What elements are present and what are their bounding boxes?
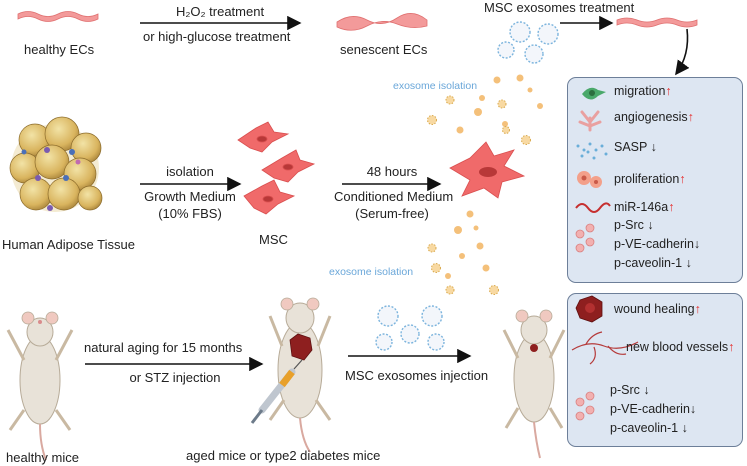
cell-item-p-src: p-Src ↓ [614,218,654,232]
label-aging-line1: natural aging for 15 months [84,340,243,355]
label-human-adipose-tissue: Human Adipose Tissue [2,237,135,252]
cell-item-angiogenesis: angiogenesis↑ [614,110,694,124]
aged-mouse-icon [268,297,332,453]
mice-item-label: wound healing [614,302,695,316]
cell-outcomes-box: migration↑ angiogenesis↑ SASP ↓ prolifer… [567,77,743,283]
label-msc: MSC [259,232,288,247]
senescent-ec-strip [336,13,428,31]
mirna-icon [575,202,611,213]
cell-item-label: migration [614,84,666,98]
wound-icon [575,295,603,323]
migration-icon [582,87,606,100]
mice-item-label: p-caveolin-1 [610,421,679,435]
label-exosome-isolation-bottom: exosome isolation [329,266,414,278]
mice-item-label: p-Src [610,383,640,397]
cell-item-label: angiogenesis [614,110,688,124]
down-arrow-icon: ↓ [643,383,650,397]
cell-item-label: SASP [614,140,648,154]
cell-item-label: proliferation [614,172,680,186]
mice-item-p-caveolin-1: p-caveolin-1 ↓ [610,421,688,435]
cell-outcome-icons [575,87,611,253]
mice-item-p-ve-cadherin: p-VE-cadherin↓ [610,402,696,416]
phospho-protein-icon [575,223,595,253]
phospho-protein-icon [575,391,595,421]
up-arrow-icon: ↑ [694,302,701,316]
label-msc-exo-treatment: MSC exosomes treatment [484,0,635,15]
label-aged-mice: aged mice or type2 diabetes mice [186,448,381,463]
blood-vessel-icon [571,331,639,365]
down-arrow-icon: ↓ [685,256,692,270]
mice-item-label: p-VE-cadherin [610,402,690,416]
mice-outcome-icons [571,295,639,421]
cell-item-label: p-VE-cadherin [614,237,694,251]
cell-item-label: miR-146a [614,200,669,214]
exosome-cluster-top [497,21,559,64]
label-healthy-mice: healthy mice [6,450,79,465]
up-arrow-icon: ↑ [668,200,675,214]
label-healthy-ecs: healthy ECs [24,42,95,57]
down-arrow-icon: ↓ [689,402,697,416]
mice-outcomes-box: wound healing↑ new blood vessels↑ p-Src … [567,293,743,447]
msc-cells-icon [237,121,316,215]
angiogenesis-icon [578,110,602,132]
sasp-icon [576,142,608,160]
syringe-icon [250,359,303,424]
down-arrow-icon: ↓ [650,140,657,154]
treated-mouse-icon [502,309,566,459]
cell-item-p-ve-cadherin: p-VE-cadherin↓ [614,237,700,251]
cell-item-sasp: SASP ↓ [614,140,657,154]
cell-item-migration: migration↑ [614,84,672,98]
mice-item-label: new blood vessels [626,340,729,354]
label-serum-free: (Serum-free) [355,206,429,221]
cell-item-label: p-Src [614,218,644,232]
up-arrow-icon: ↑ [687,110,694,124]
down-arrow-icon: ↓ [681,421,688,435]
mice-item-wound-healing: wound healing↑ [614,302,701,316]
label-fbs: (10% FBS) [158,206,222,221]
label-isolation: isolation [166,164,214,179]
healthy-ec-strip [17,11,99,22]
arrow-to-cell-box [675,28,690,76]
down-arrow-icon: ↓ [693,237,701,251]
cell-item-label: p-caveolin-1 [614,256,683,270]
label-exo-injection: MSC exosomes injection [345,368,489,383]
up-arrow-icon: ↑ [665,84,672,98]
adipose-tissue-icon [9,116,103,212]
cell-item-proliferation: proliferation↑ [614,172,686,186]
label-treatment-line2: or high-glucose treatment [143,29,291,44]
label-exosome-isolation-top: exosome isolation [393,80,478,92]
up-arrow-icon: ↑ [728,340,735,354]
treated-ec-strip [616,17,698,28]
exosome-particles [427,74,543,295]
exosome-cluster-bottom [375,305,445,351]
down-arrow-icon: ↓ [647,218,654,232]
proliferation-icon [577,171,602,188]
cell-item-p-caveolin-1: p-caveolin-1 ↓ [614,256,692,270]
healthy-mouse-icon [6,311,74,461]
mice-item-p-src: p-Src ↓ [610,383,650,397]
large-msc-cell-icon [449,141,526,199]
label-senescent-ecs: senescent ECs [340,42,428,57]
cell-item-mir146a: miR-146a↑ [614,200,674,214]
label-48-hours: 48 hours [366,164,418,179]
label-growth-medium: Growth Medium [144,189,236,204]
up-arrow-icon: ↑ [679,172,686,186]
mice-item-new-blood-vessels: new blood vessels↑ [626,340,734,354]
label-conditioned-medium: Conditioned Medium [334,189,454,204]
label-treatment-line1: H₂O₂ treatment [175,4,265,19]
label-aging-line2: or STZ injection [129,370,221,385]
